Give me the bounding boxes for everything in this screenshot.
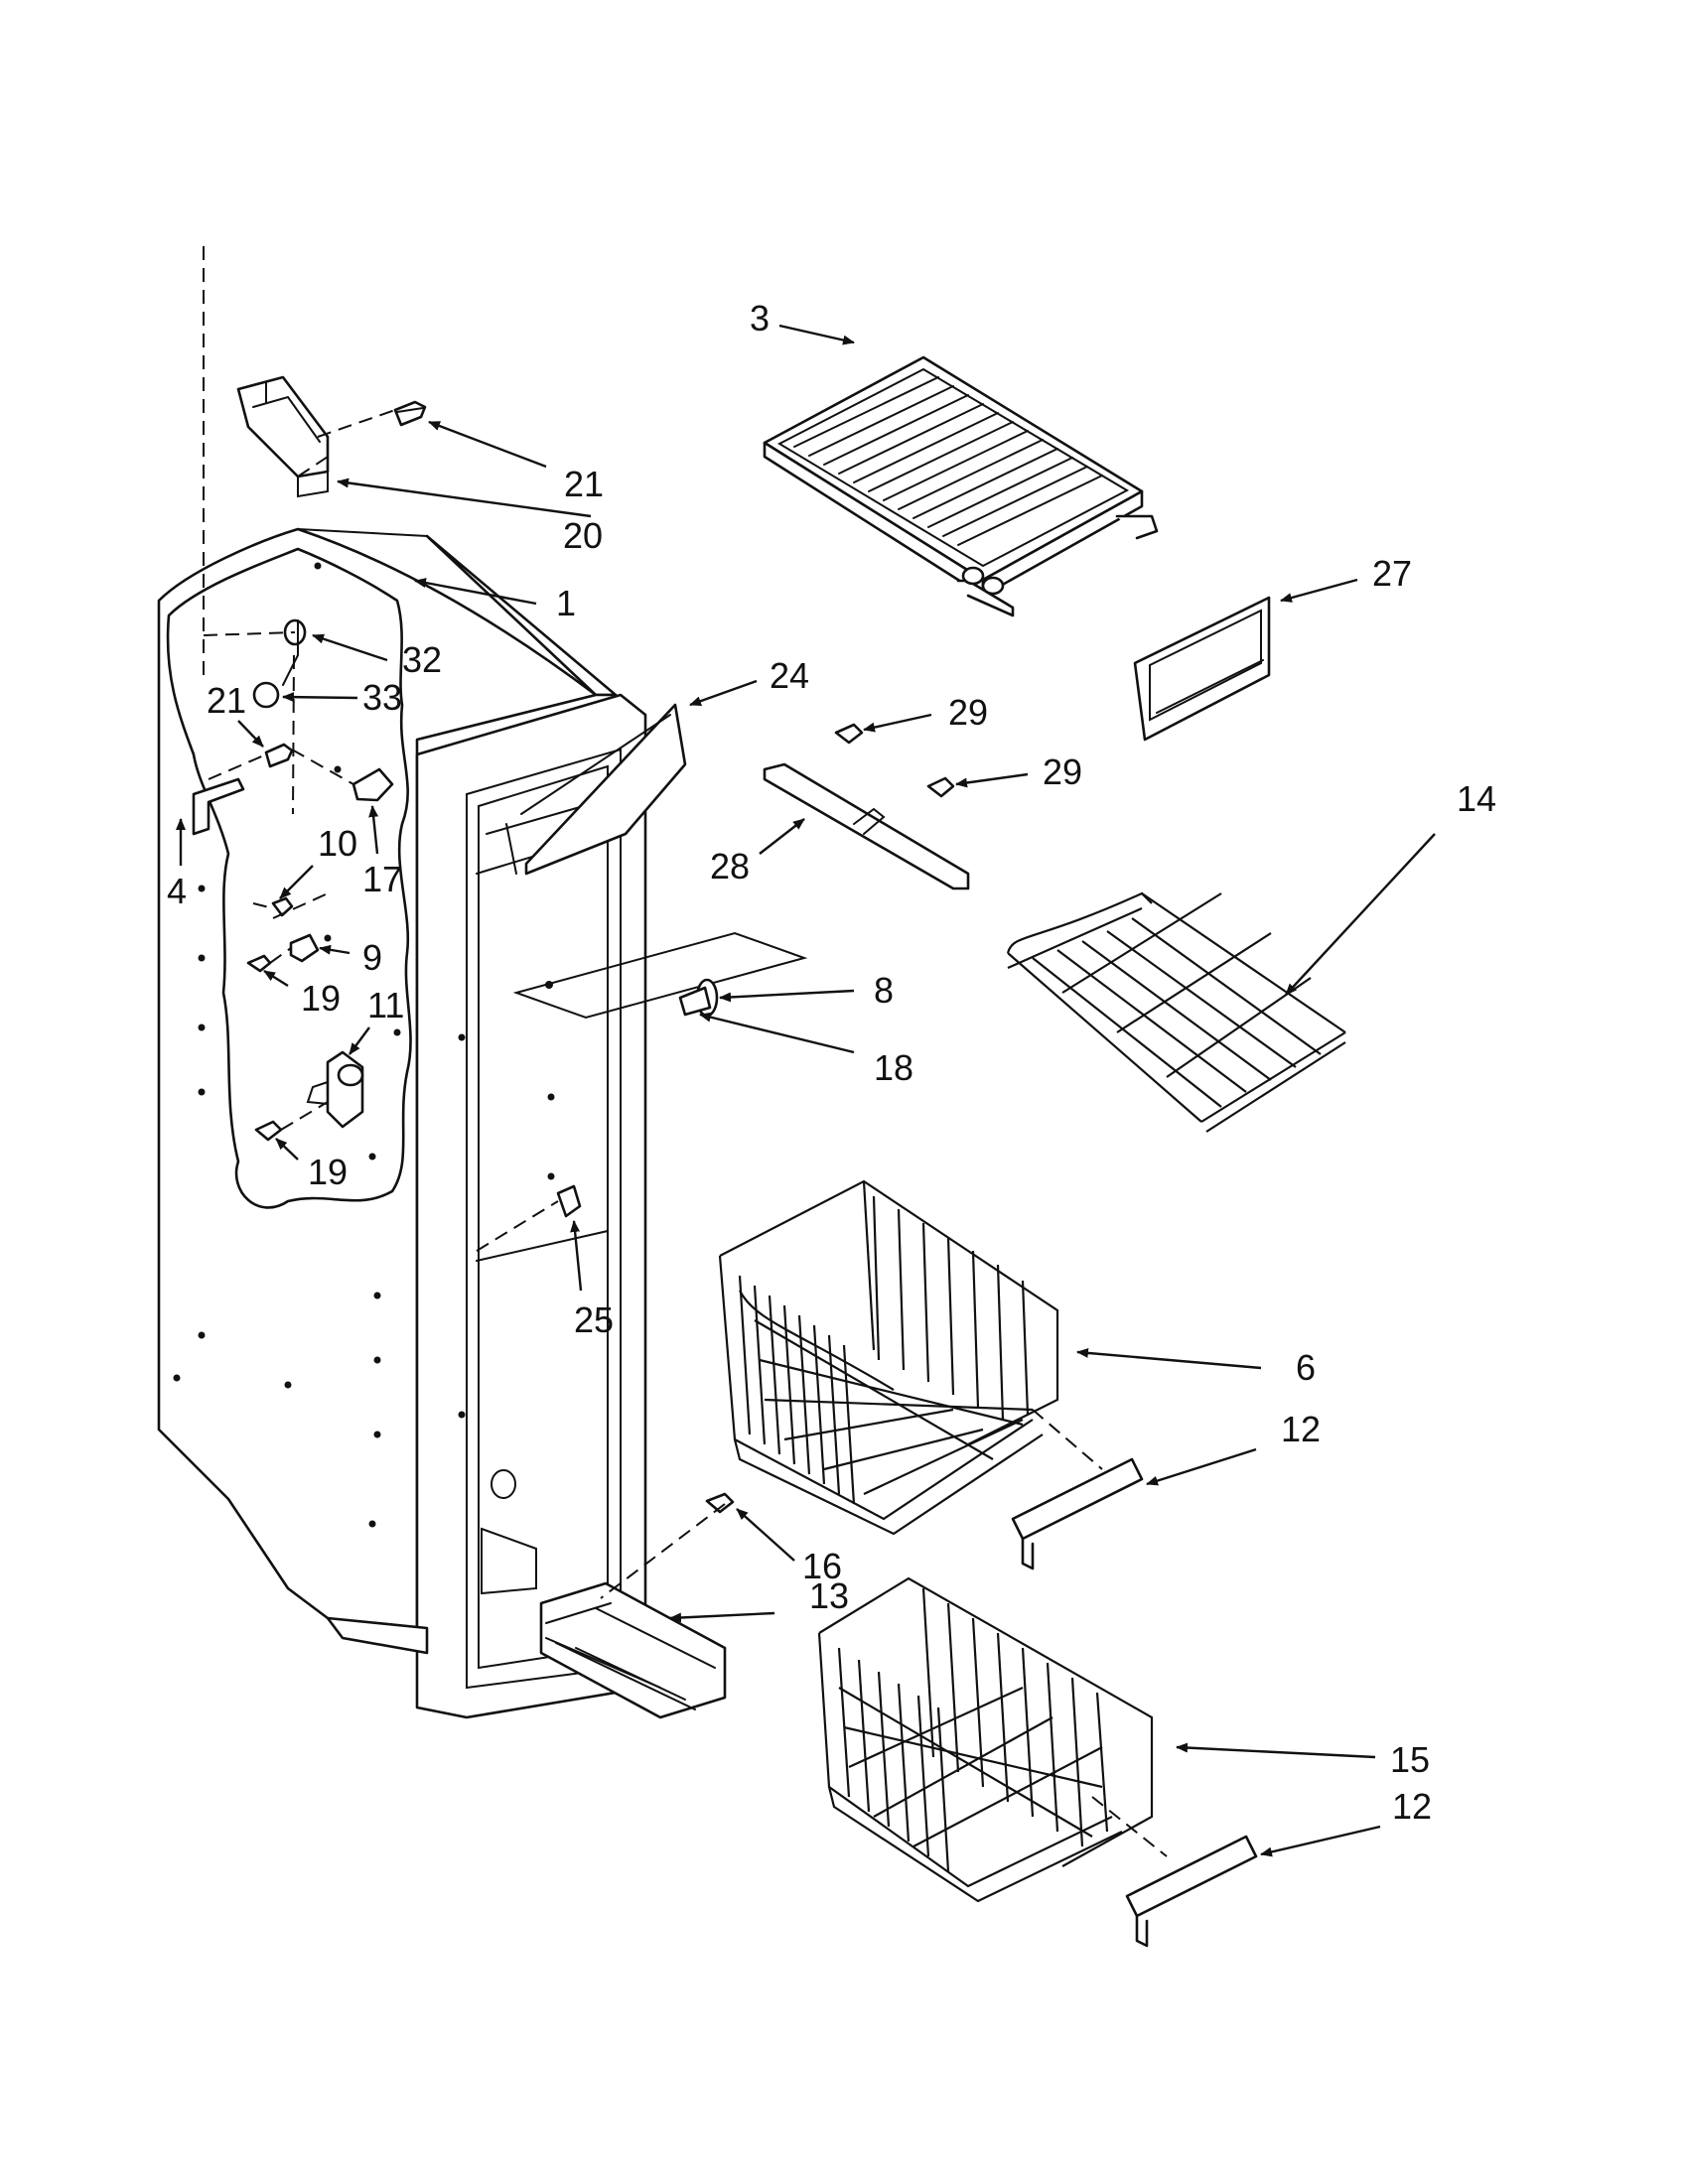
- screw-29-a: [834, 723, 864, 745]
- callout-15: 15: [1390, 1739, 1430, 1780]
- callout-14: 14: [1457, 778, 1496, 819]
- callout-24: 24: [770, 655, 809, 696]
- callout-6: 6: [1296, 1347, 1316, 1388]
- callout-27: 27: [1372, 553, 1412, 594]
- freezer-liner: [157, 527, 808, 1719]
- callout-13: 13: [809, 1575, 849, 1616]
- callout-32: 32: [402, 639, 442, 680]
- basket-trim-lower: [1125, 1835, 1258, 1948]
- callout-25: 25: [574, 1299, 614, 1340]
- basket-trim-upper: [1011, 1457, 1144, 1570]
- callout-19-upper: 19: [301, 978, 341, 1019]
- callout-12-lower: 12: [1392, 1786, 1432, 1827]
- thermostat-housing: [306, 1050, 364, 1129]
- wire-shelf: [1006, 891, 1346, 1133]
- callout-21-top: 21: [564, 464, 604, 504]
- screw-29-b: [926, 776, 955, 798]
- trim-24: [520, 703, 687, 876]
- callout-20: 20: [563, 515, 603, 556]
- screw-16: [600, 1492, 735, 1599]
- screw-middle: [264, 743, 294, 768]
- callout-3: 3: [750, 298, 770, 339]
- callout-11: 11: [367, 985, 404, 1025]
- callout-21-middle: 21: [207, 680, 246, 721]
- callout-17: 17: [362, 859, 402, 899]
- callout-4: 4: [167, 871, 187, 911]
- shelf-trim-27: [1133, 596, 1271, 742]
- grille-13: [539, 1581, 727, 1719]
- callout-labels: 1 3 4 6 8 9 10 11 12 12 13 14 15 16 17 1…: [167, 298, 1496, 1827]
- liner-top-bracket: [236, 375, 330, 498]
- switch-25: [476, 1184, 582, 1252]
- callout-1: 1: [556, 583, 576, 623]
- bracket-28: [763, 762, 970, 890]
- callout-29-lower: 29: [1043, 751, 1082, 792]
- callout-8: 8: [874, 970, 894, 1011]
- callout-28: 28: [710, 846, 750, 887]
- pivot-8: [678, 978, 719, 1018]
- bracket-left: [192, 777, 245, 836]
- basket-15: [817, 1576, 1168, 1903]
- basket-6: [718, 1179, 1103, 1536]
- callout-18: 18: [874, 1047, 913, 1088]
- clip-17: [351, 767, 394, 802]
- callout-33: 33: [362, 677, 402, 718]
- screw-10: [271, 896, 294, 917]
- callout-16: 16: [802, 1546, 842, 1586]
- glass-shelf: [763, 355, 1159, 617]
- callout-9: 9: [362, 937, 382, 978]
- callout-29-upper: 29: [948, 692, 988, 733]
- leader-lines: [176, 324, 1436, 1857]
- callout-10: 10: [318, 823, 357, 864]
- callout-19-lower: 19: [308, 1152, 348, 1192]
- clip-9: [289, 933, 320, 963]
- screw-top: [393, 400, 427, 427]
- callout-12-upper: 12: [1281, 1409, 1321, 1449]
